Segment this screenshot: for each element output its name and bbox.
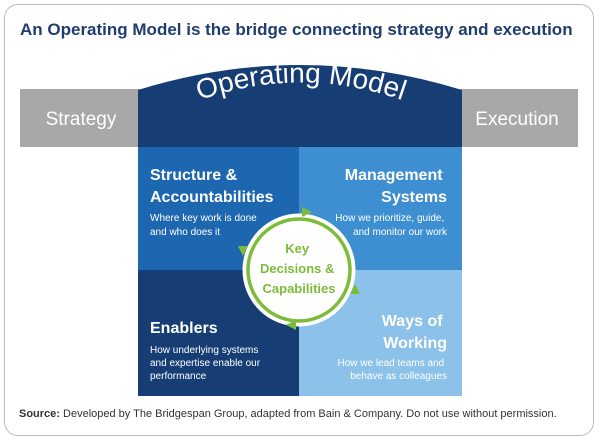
headline: An Operating Model is the bridge connect… [20,20,573,39]
center-label: Key Decisions & Capabilities [260,241,338,296]
cycle-arrow-left-icon [238,246,248,256]
center-circle [242,213,356,327]
source-label: Source: [19,408,60,420]
ways-of-working-title: Ways of Working [382,313,447,352]
center-cycle-ring [246,217,352,323]
bridge-arch [138,65,462,147]
strategy-bar [20,89,145,147]
enablers-subtitle: How underlying systems and expertise ena… [150,345,263,382]
cycle-arrow-right-icon [350,284,360,294]
source-note: Source: Developed by The Bridgespan Grou… [19,408,557,420]
strategy-label: Strategy [46,109,117,130]
enablers-title: Enablers [150,320,218,337]
execution-bar [455,89,578,147]
execution-label: Execution [475,109,558,130]
structure-subtitle: Where key work is done and who does it [150,213,260,238]
ways-of-working-subtitle: How we lead teams and behave as colleagu… [337,358,447,382]
management-title: Management Systems [345,167,447,206]
source-text: Developed by The Bridgespan Group, adapt… [59,408,557,420]
management-subtitle: How we prioritize, guide, and monitor ou… [335,213,448,238]
cycle-arrow-top-icon [302,207,312,217]
cycle-arrow-bottom-icon [286,320,296,330]
structure-title: Structure & Accountabilities [150,167,274,206]
